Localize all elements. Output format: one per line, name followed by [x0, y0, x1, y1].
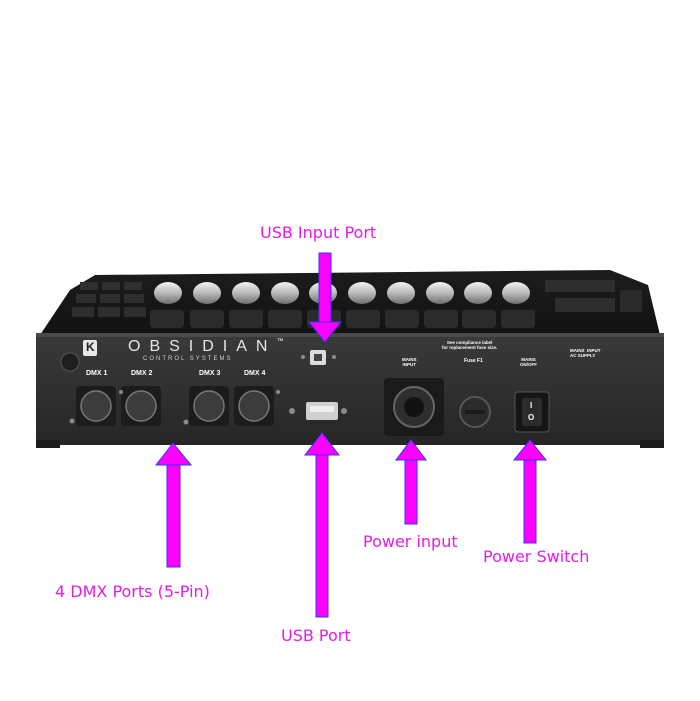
mains-ac-label: MAINS INPUT AC SUPPLY	[570, 348, 601, 358]
dmx-label-1: DMX 1	[86, 370, 108, 377]
arrows	[154, 252, 548, 618]
label-power-switch: Power Switch	[483, 547, 590, 566]
fader-knobs	[154, 282, 530, 304]
switch-off-mark: O	[528, 413, 535, 422]
foot-right	[640, 440, 664, 448]
key-row	[150, 310, 535, 328]
arrow-power-switch	[512, 439, 548, 544]
label-dmx-ports: 4 DMX Ports (5-Pin)	[55, 582, 210, 601]
compliance-label: See compliance label for replacement fus…	[442, 340, 498, 350]
mains-onoff-label: MAINS ON/OFF	[520, 357, 537, 367]
dmx-label-2: DMX 2	[131, 370, 153, 377]
button-grid-right	[545, 280, 642, 312]
dmx-connectors	[76, 386, 274, 426]
lock-icon	[83, 340, 97, 356]
foot-left	[36, 440, 60, 448]
kensington-slot	[60, 352, 80, 372]
dmx-label-3: DMX 3	[199, 370, 221, 377]
label-usb-input-port: USB Input Port	[260, 223, 377, 242]
switch-on-mark: I	[530, 401, 533, 410]
dmx-label-4: DMX 4	[244, 370, 266, 377]
brand-logo: OBSIDIAN™	[128, 338, 284, 355]
arrow-dmx	[154, 442, 193, 568]
fuse-label: Fuse F1	[464, 358, 483, 364]
arrow-power-input	[395, 439, 427, 525]
mains-input-label: MAINS INPUT	[402, 357, 417, 367]
label-power-input: Power input	[363, 532, 458, 551]
lock-letter: K	[86, 340, 95, 354]
arrow-usb-port	[303, 432, 341, 618]
brand-subtitle: CONTROL SYSTEMS	[143, 356, 233, 362]
label-usb-port: USB Port	[281, 626, 351, 645]
arrow-usb-input	[307, 252, 343, 343]
button-grid-left	[72, 282, 146, 317]
